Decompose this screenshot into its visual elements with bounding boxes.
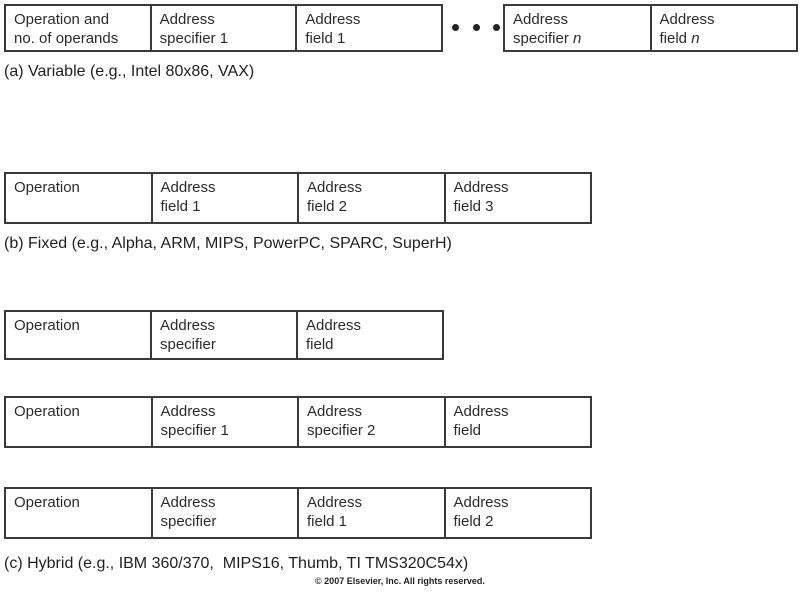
cell-line: Address [159, 11, 215, 28]
cell-line: field 1 [305, 30, 346, 47]
italic-n: n [573, 30, 582, 47]
cell-line: Address [659, 11, 715, 28]
cell-line: Address [305, 11, 361, 28]
field-cell-operation: Operation [6, 489, 151, 537]
cell-line: Address [453, 494, 509, 511]
field-cell-address-specifier-2: Address specifier 2 [297, 398, 444, 446]
field-cell-address-field-2: Address field 2 [297, 174, 444, 222]
cell-line: Address [307, 179, 363, 196]
format-row-hybrid-1: Operation Address specifier Address fiel… [4, 310, 444, 360]
italic-n: n [691, 30, 700, 47]
cell-line: field 2 [307, 198, 348, 215]
field-cell-address-field-2: Address field 2 [443, 489, 591, 537]
cell-line: specifier [160, 336, 216, 353]
cell-line: specifier [160, 513, 217, 530]
caption-fixed: (b) Fixed (e.g., Alpha, ARM, MIPS, Power… [4, 235, 452, 252]
cell-line: field [306, 336, 334, 353]
field-cell-address-specifier: Address specifier [150, 312, 296, 358]
format-row-hybrid-2: Operation Address specifier 1 Address sp… [4, 396, 592, 448]
field-cell-operation-and-operands: Operation and no. of operands [6, 6, 150, 50]
cell-line: field 3 [453, 198, 494, 215]
caption-variable: (a) Variable (e.g., Intel 80x86, VAX) [4, 63, 255, 80]
dot-icon [493, 24, 500, 31]
dot-icon [452, 24, 459, 31]
cell-line: Operation [14, 317, 80, 334]
cell-line: Address [160, 403, 216, 420]
cell-line: Operation [14, 403, 80, 420]
field-cell-address-specifier-n: Address specifier n [505, 6, 650, 50]
field-cell-address-specifier-1: Address specifier 1 [150, 398, 298, 446]
cell-line: specifier 1 [159, 30, 229, 47]
field-cell-address-field-3: Address field 3 [443, 174, 591, 222]
cell-line: field n [659, 30, 700, 47]
cell-line: Address [307, 403, 363, 420]
field-cell-address-specifier: Address specifier [150, 489, 298, 537]
cell-line: Address [160, 317, 216, 334]
field-cell-address-field: Address field [443, 398, 591, 446]
cell-line: specifier 2 [307, 422, 376, 439]
cell-line: Address [160, 494, 216, 511]
cell-line: Address [453, 403, 509, 420]
copyright-notice: © 2007 Elsevier, Inc. All rights reserve… [315, 576, 485, 586]
cell-line: Operation [14, 179, 80, 196]
field-cell-operation: Operation [6, 174, 151, 222]
cell-line: Address [513, 11, 569, 28]
field-cell-address-field-1: Address field 1 [150, 174, 298, 222]
format-row-variable-left: Operation and no. of operands Address sp… [4, 4, 443, 52]
field-cell-address-field-1: Address field 1 [297, 489, 444, 537]
field-cell-operation: Operation [6, 312, 150, 358]
cell-line: Address [160, 179, 216, 196]
cell-line: field 1 [307, 513, 348, 530]
cell-line: Address [453, 179, 509, 196]
cell-line: Operation [14, 494, 80, 511]
format-row-hybrid-3: Operation Address specifier Address fiel… [4, 487, 592, 539]
field-cell-address-specifier-1: Address specifier 1 [149, 6, 296, 50]
caption-hybrid: (c) Hybrid (e.g., IBM 360/370, MIPS16, T… [4, 555, 469, 572]
cell-line: specifier 1 [160, 422, 229, 439]
format-row-variable-right: Address specifier n Address field n [503, 4, 798, 52]
cell-line: Address [306, 317, 362, 334]
dot-icon [472, 24, 480, 31]
cell-line: specifier n [513, 30, 582, 47]
field-cell-address-field: Address field [296, 312, 442, 358]
cell-line: Operation and [14, 11, 110, 28]
field-cell-operation: Operation [6, 398, 151, 446]
format-row-fixed: Operation Address field 1 Address field … [4, 172, 592, 224]
field-cell-address-field-1: Address field 1 [295, 6, 441, 50]
cell-line: Address [307, 494, 363, 511]
cell-line: field [453, 422, 482, 439]
field-cell-address-field-n: Address field n [649, 6, 797, 50]
cell-line: field 2 [453, 513, 494, 530]
cell-line: no. of operands [14, 30, 119, 47]
ellipsis-dots-icon [452, 24, 500, 31]
cell-line: field 1 [160, 198, 201, 215]
